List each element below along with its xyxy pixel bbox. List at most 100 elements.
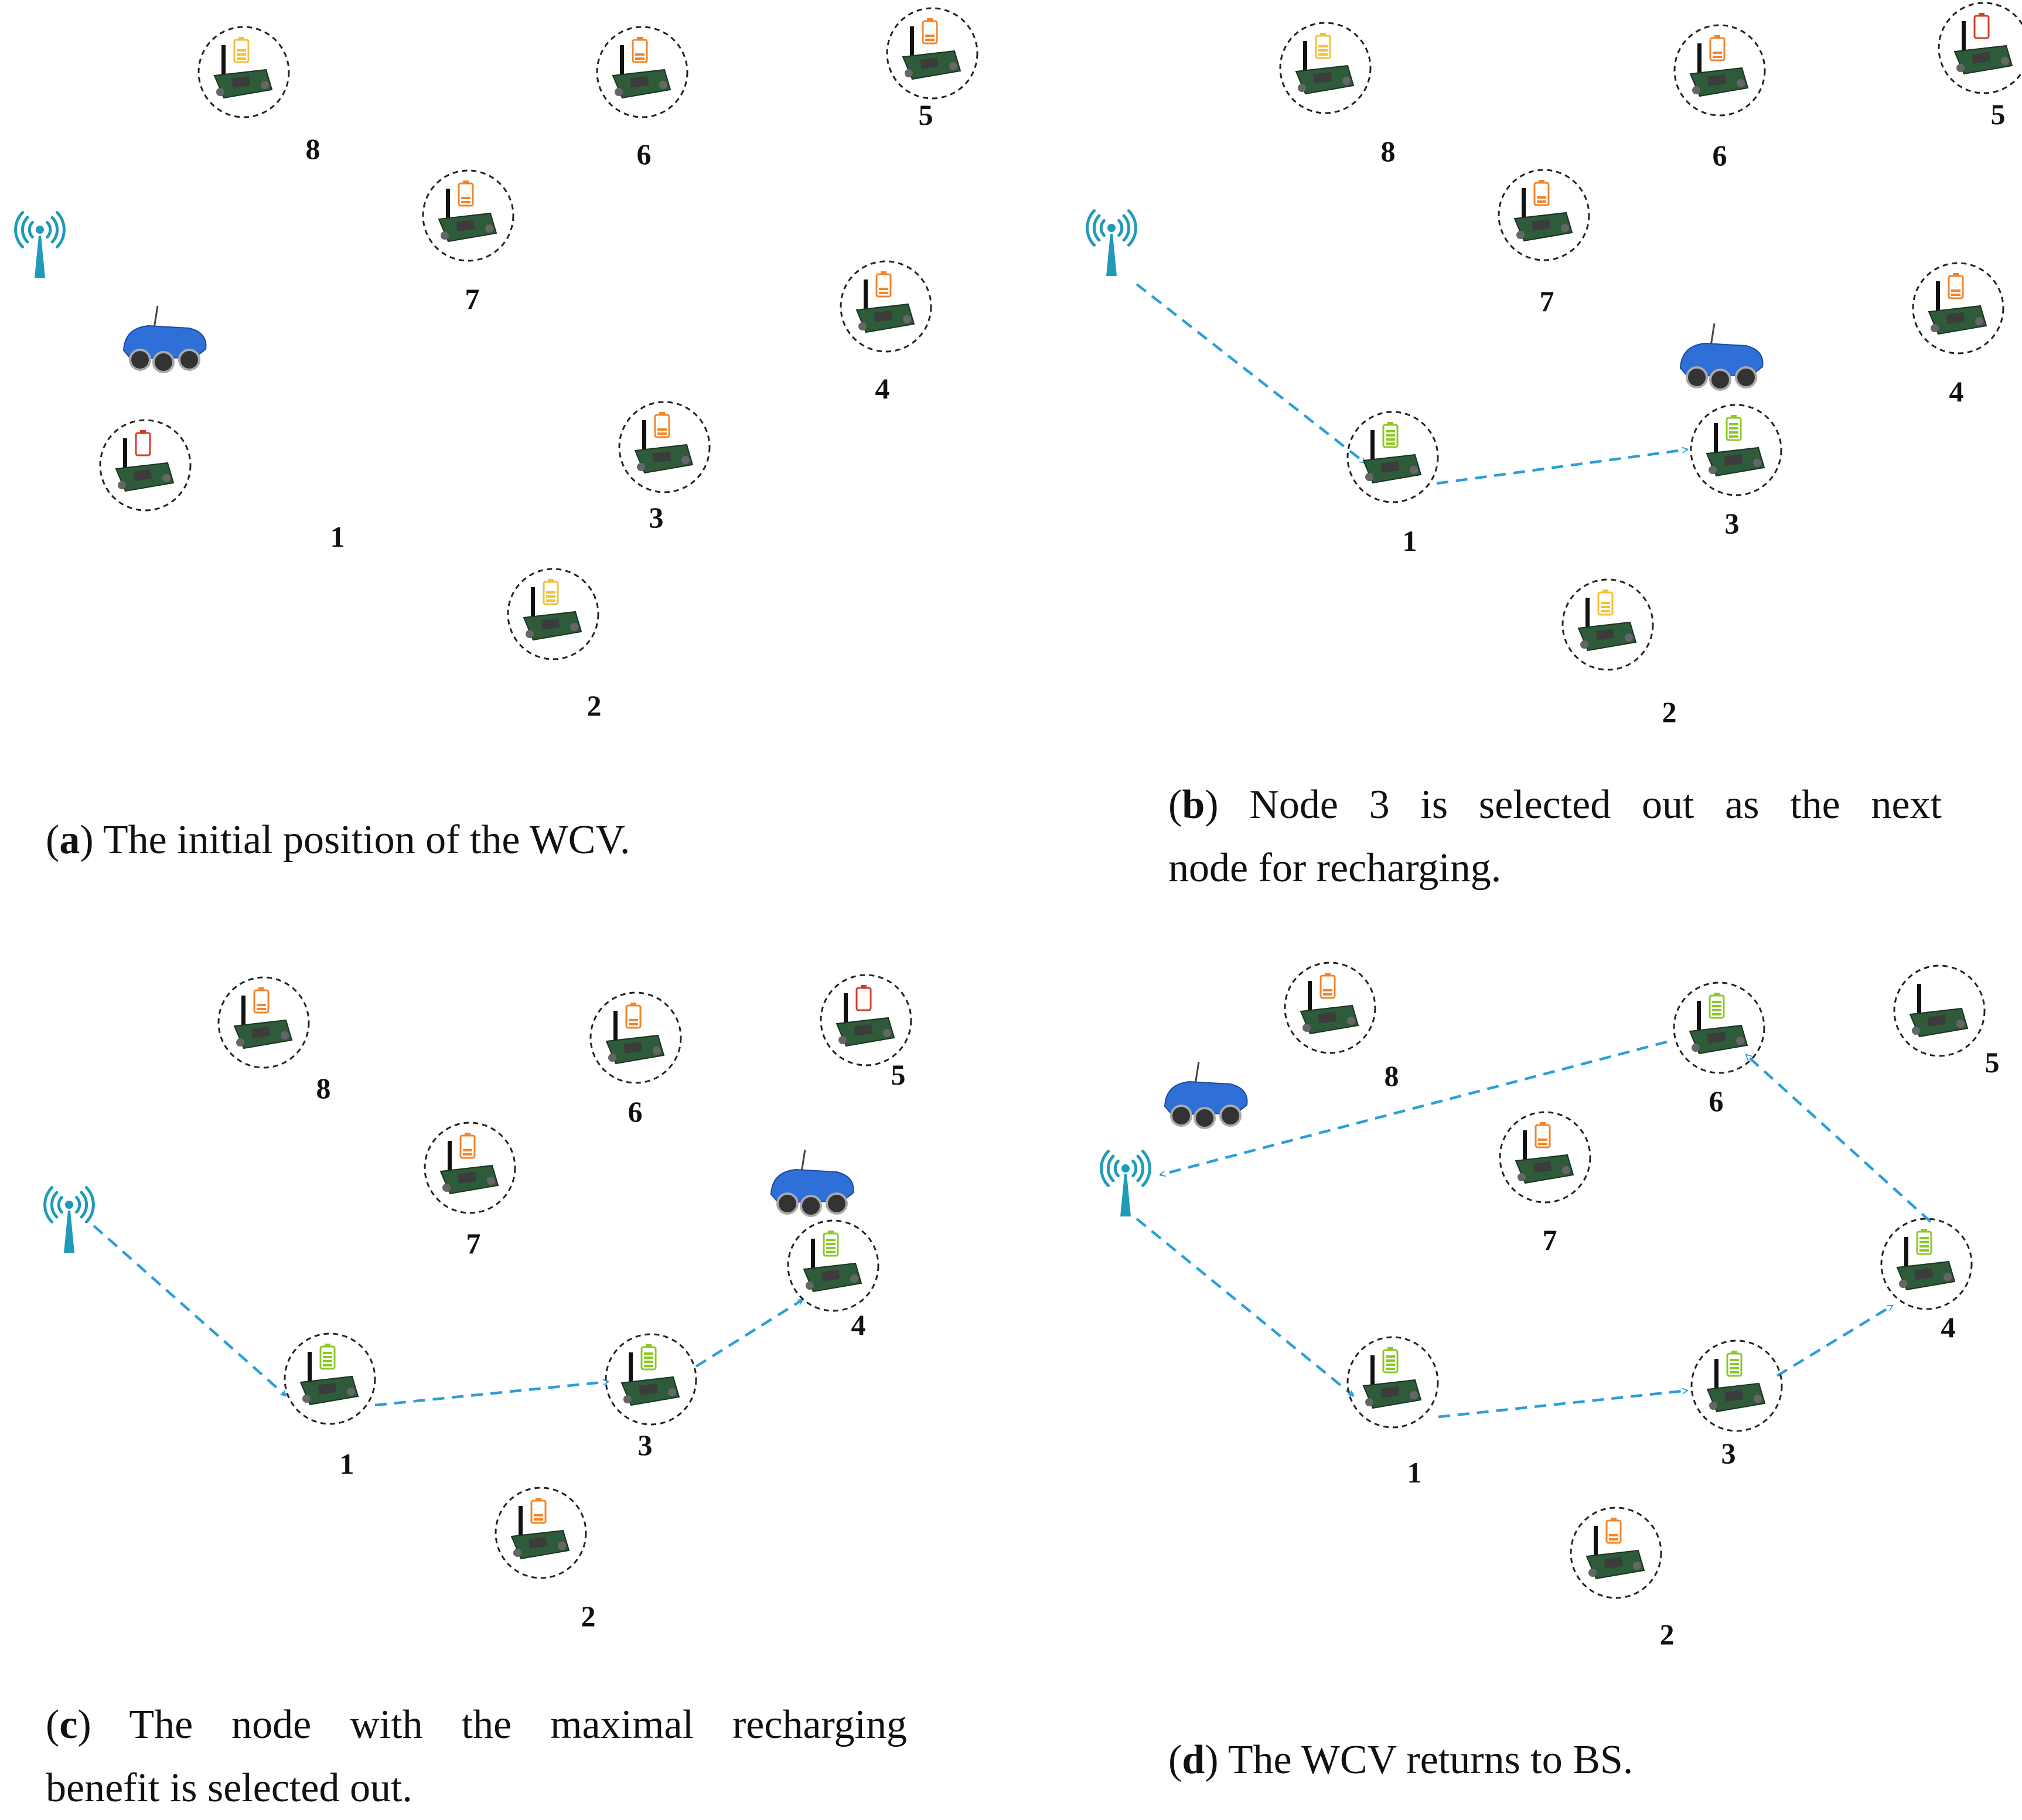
- battery-level-bar: [463, 1153, 472, 1156]
- connector-icon: [1588, 1569, 1597, 1577]
- node-range-circle: [1279, 22, 1372, 114]
- battery-cap-icon: [1320, 33, 1326, 36]
- route-arrow: [695, 1298, 804, 1368]
- battery-level-bar: [1712, 1009, 1721, 1011]
- connector-icon: [162, 474, 171, 482]
- connector-icon: [1956, 64, 1965, 72]
- sensor-node-8: [197, 26, 290, 118]
- battery-level-bar: [237, 49, 246, 52]
- antenna-icon: [1370, 430, 1375, 459]
- connector-icon: [858, 322, 867, 330]
- node-range-circle: [284, 1332, 376, 1425]
- battery-level-bar: [1712, 1001, 1721, 1003]
- antenna-icon: [1936, 281, 1940, 311]
- battery-cap-icon: [1714, 993, 1720, 996]
- battery-level-bar: [1609, 1534, 1618, 1536]
- antenna-icon: [620, 45, 624, 74]
- node-label-6: 6: [628, 1095, 643, 1128]
- connector-icon: [1754, 1395, 1762, 1403]
- connector-icon: [838, 1036, 847, 1044]
- chip-icon: [1532, 219, 1551, 231]
- connector-icon: [216, 88, 224, 96]
- connector-icon: [905, 69, 913, 77]
- node-label-2: 2: [587, 689, 602, 722]
- connector-icon: [1753, 459, 1761, 467]
- node-range-circle: [1673, 981, 1765, 1074]
- antenna-icon: [308, 1352, 312, 1381]
- connector-icon: [526, 630, 534, 638]
- sensor-node-3: [618, 401, 711, 493]
- connector-icon: [347, 1388, 355, 1396]
- chip-icon: [1972, 52, 1991, 64]
- node-label-4: 4: [851, 1308, 866, 1341]
- signal-wave-icon: [1099, 219, 1106, 237]
- connector-icon: [261, 81, 269, 89]
- antenna-icon: [811, 1239, 815, 1268]
- battery-level-bar: [1601, 602, 1610, 604]
- tower-top-icon: [1121, 1164, 1130, 1173]
- sensor-node-3: [1690, 1340, 1783, 1432]
- antenna-icon: [1594, 1526, 1598, 1555]
- connector-icon: [570, 623, 578, 631]
- node-range-circle: [820, 974, 912, 1066]
- wcv-vehicle-icon: [122, 305, 207, 373]
- signal-wave-icon: [57, 1195, 63, 1214]
- node-label-6: 6: [637, 138, 652, 171]
- chip-icon: [1380, 1386, 1400, 1398]
- battery-level-bar: [1318, 45, 1328, 47]
- sensor-node-1: [1346, 1336, 1439, 1429]
- chip-icon: [1707, 74, 1727, 86]
- connector-icon: [883, 1029, 891, 1037]
- connector-icon: [1410, 466, 1418, 474]
- antenna-icon: [1303, 41, 1307, 70]
- connector-icon: [1365, 473, 1373, 481]
- connector-icon: [903, 315, 911, 323]
- node-label-7: 7: [466, 1227, 481, 1260]
- connector-icon: [1561, 224, 1569, 232]
- base-station-icon: [1100, 1150, 1151, 1216]
- connector-icon: [1580, 640, 1588, 649]
- battery-level-bar: [879, 288, 888, 290]
- battery-level-bar: [237, 53, 246, 56]
- battery-cap-icon: [548, 579, 554, 582]
- route-arrow: [1438, 1388, 1689, 1419]
- antenna-icon: [1697, 43, 1702, 73]
- wheel-icon: [1170, 1105, 1192, 1127]
- connector-icon: [1956, 1020, 1965, 1028]
- node-range-circle: [424, 1122, 516, 1214]
- sensor-node-4: [1912, 262, 2004, 355]
- signal-wave-icon: [1136, 1154, 1145, 1182]
- signal-wave-icon: [1122, 214, 1131, 242]
- node-label-3: 3: [649, 501, 664, 534]
- wheel-icon: [1219, 1105, 1242, 1127]
- antenna-icon: [1904, 1237, 1908, 1266]
- connector-icon: [1899, 1280, 1907, 1288]
- chip-icon: [920, 57, 939, 69]
- connector-icon: [806, 1282, 814, 1290]
- node-label-2: 2: [1662, 696, 1677, 728]
- sensor-node-6: [1673, 981, 1765, 1074]
- battery-cap-icon: [1387, 422, 1393, 425]
- battery-level-bar: [644, 1357, 653, 1359]
- battery-level-bar: [635, 53, 645, 56]
- connector-icon: [668, 1388, 676, 1396]
- battery-cap-icon: [828, 1231, 834, 1233]
- signal-wave-icon: [46, 220, 52, 239]
- battery-cap-icon: [465, 1133, 470, 1136]
- sensor-node-6: [1673, 24, 1766, 117]
- node-range-circle: [1499, 1111, 1591, 1204]
- caption-c-text-2: benefit is selected out.: [46, 1766, 412, 1811]
- signal-wave-icon: [1117, 219, 1124, 237]
- battery-level-bar: [1713, 56, 1722, 58]
- signal-wave-icon: [1106, 1154, 1115, 1182]
- connector-icon: [1516, 231, 1525, 239]
- battery-cap-icon: [637, 37, 643, 40]
- node-range-circle: [605, 1333, 697, 1426]
- route-arrow: [1436, 447, 1689, 485]
- sensor-node-3: [605, 1333, 697, 1426]
- sensor-node-5: [1938, 2, 2022, 94]
- battery-level-bar: [1713, 52, 1722, 54]
- battery-cap-icon: [1731, 415, 1737, 418]
- base-station-icon: [14, 211, 66, 278]
